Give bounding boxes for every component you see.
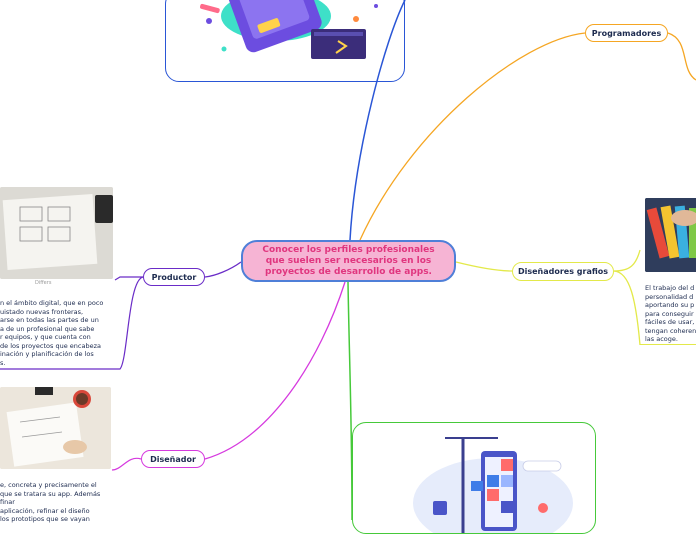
photo-caption-productor: Differs [35, 280, 52, 286]
wireframe-sketch-image [0, 187, 113, 279]
paint-swatches-image [645, 198, 696, 272]
connector-lines [0, 0, 696, 520]
illustration-card-top [165, 0, 405, 82]
note-disenador: e, concreta y precisamente el que se tra… [0, 481, 101, 523]
note-disenadores-graficos: El trabajo del d personalidad d aportand… [645, 284, 696, 343]
central-topic[interactable]: Conocer los perfiles profesionales que s… [241, 240, 456, 282]
note-productor: n el ámbito digital, que en poco uistado… [0, 299, 104, 367]
app-construction-illustration [413, 437, 573, 533]
node-productor[interactable]: Productor [143, 268, 205, 286]
node-disenadores-graficos[interactable]: Diseñadores grafios [512, 262, 614, 281]
design-desk-image [0, 387, 111, 469]
illustration-card-bottom [352, 422, 596, 534]
note-underline-graficos [640, 344, 696, 346]
phone-illustration [200, 0, 378, 59]
node-disenador[interactable]: Diseñador [141, 450, 205, 468]
node-programadores[interactable]: Programadores [585, 24, 668, 42]
